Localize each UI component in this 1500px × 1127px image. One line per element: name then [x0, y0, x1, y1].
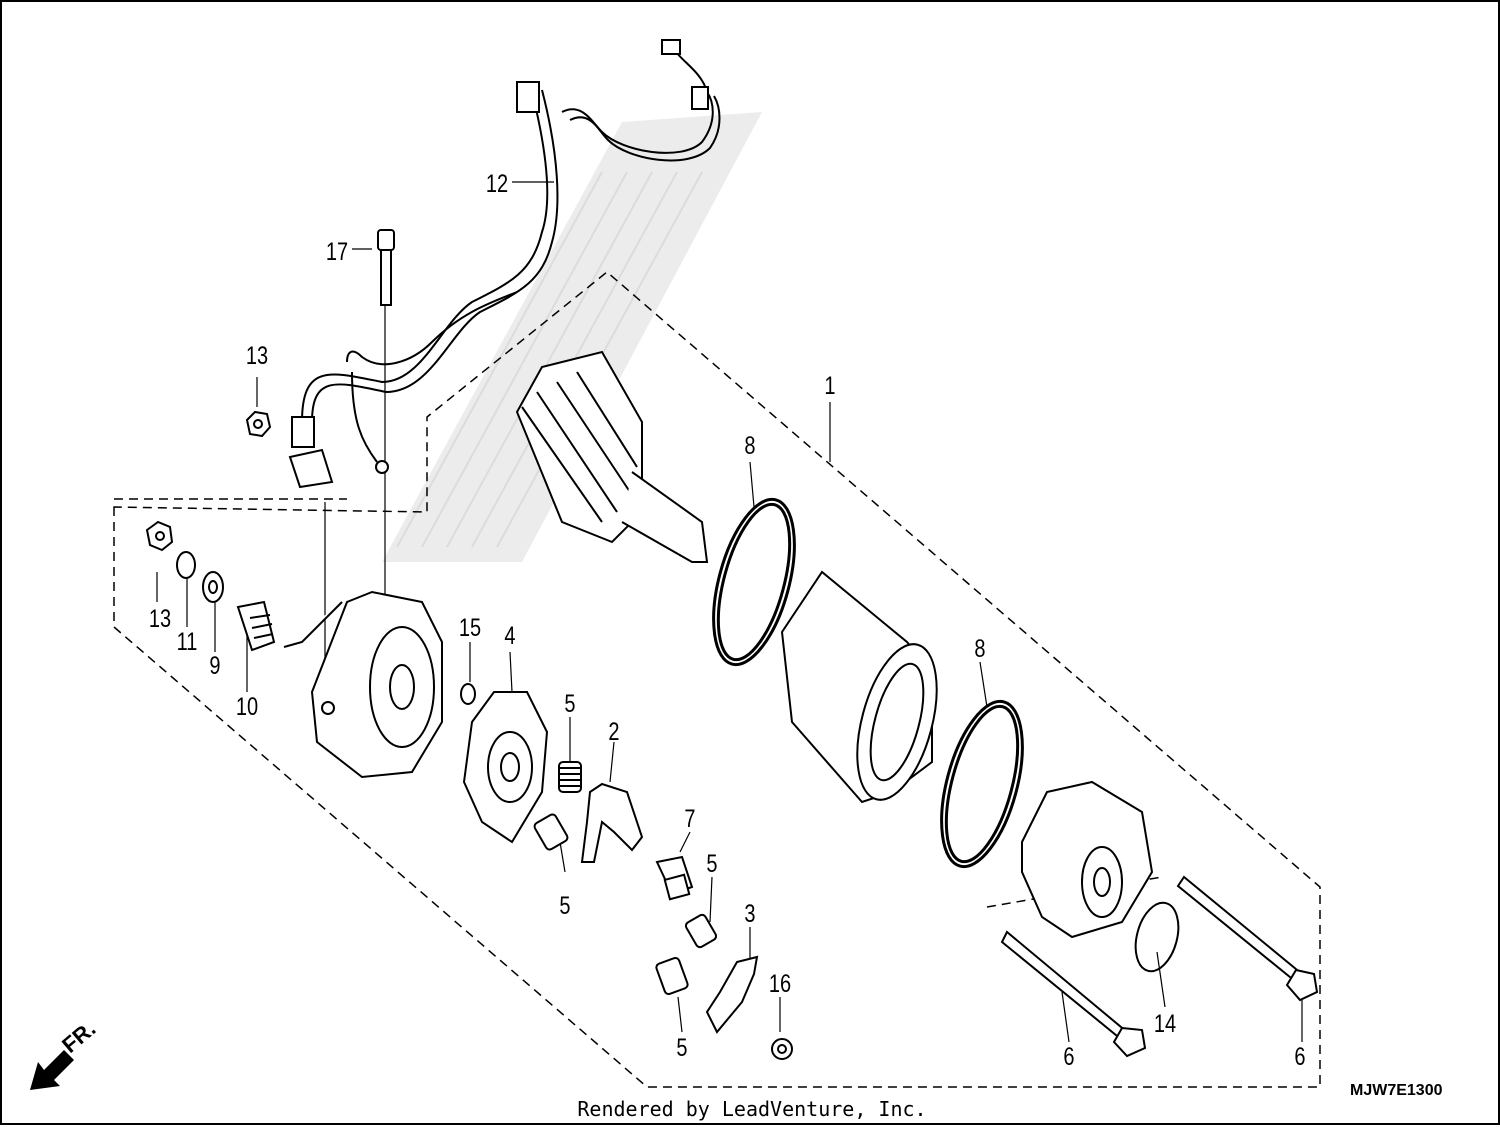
callout-8-a: 8 — [744, 432, 755, 460]
diagram-code: MJW7E1300 — [1350, 1082, 1443, 1099]
brush-holder-4 — [462, 691, 549, 844]
callout-5-b: 5 — [559, 892, 570, 920]
callout-labels: 1 2 3 4 5 5 5 5 5 6 6 7 8 8 9 10 11 12 1… — [149, 170, 1306, 1071]
render-credit: Rendered by LeadVenture, Inc. — [577, 1097, 926, 1121]
armature — [515, 350, 709, 563]
callout-5-d: 5 — [676, 1034, 687, 1062]
callout-14: 14 — [1154, 1010, 1176, 1038]
callout-2: 2 — [608, 718, 619, 746]
long-bolts-6 — [1000, 875, 1319, 1058]
o-ring-14 — [1134, 901, 1180, 973]
callout-17: 17 — [326, 238, 348, 266]
callout-6-b: 6 — [1294, 1043, 1305, 1071]
callout-13-b: 13 — [149, 605, 171, 633]
terminal-hardware — [145, 520, 276, 652]
callout-4: 4 — [504, 622, 515, 650]
yoke — [780, 570, 938, 804]
callout-15: 15 — [459, 614, 481, 642]
springs-5 — [533, 761, 718, 996]
callout-7: 7 — [684, 805, 695, 833]
callout-5-c: 5 — [706, 850, 717, 878]
nut-13-upper — [245, 410, 272, 438]
leader-lines — [156, 181, 1303, 1043]
arrow-down-left-icon: FR. — [30, 1016, 100, 1090]
callout-10: 10 — [236, 693, 258, 721]
callout-8-b: 8 — [974, 635, 985, 663]
callout-11: 11 — [177, 628, 198, 656]
callout-12: 12 — [486, 170, 508, 198]
o-rings-8 — [712, 497, 1024, 869]
o-ring-15 — [460, 683, 476, 705]
callout-6-a: 6 — [1063, 1043, 1074, 1071]
front-cover — [1021, 780, 1154, 939]
callout-1: 1 — [824, 372, 835, 400]
callout-13-a: 13 — [246, 342, 268, 370]
callout-5-a: 5 — [564, 690, 575, 718]
wire-harness — [288, 39, 721, 489]
callout-9: 9 — [209, 652, 220, 680]
assembly-outline — [113, 271, 1321, 1088]
bolt-17 — [377, 229, 395, 306]
callout-3: 3 — [744, 900, 755, 928]
terminal-3 — [705, 955, 793, 1060]
callout-16: 16 — [769, 970, 791, 998]
brush-plate-2 — [580, 782, 644, 863]
rear-housing — [283, 590, 443, 779]
screw-7 — [655, 855, 694, 901]
